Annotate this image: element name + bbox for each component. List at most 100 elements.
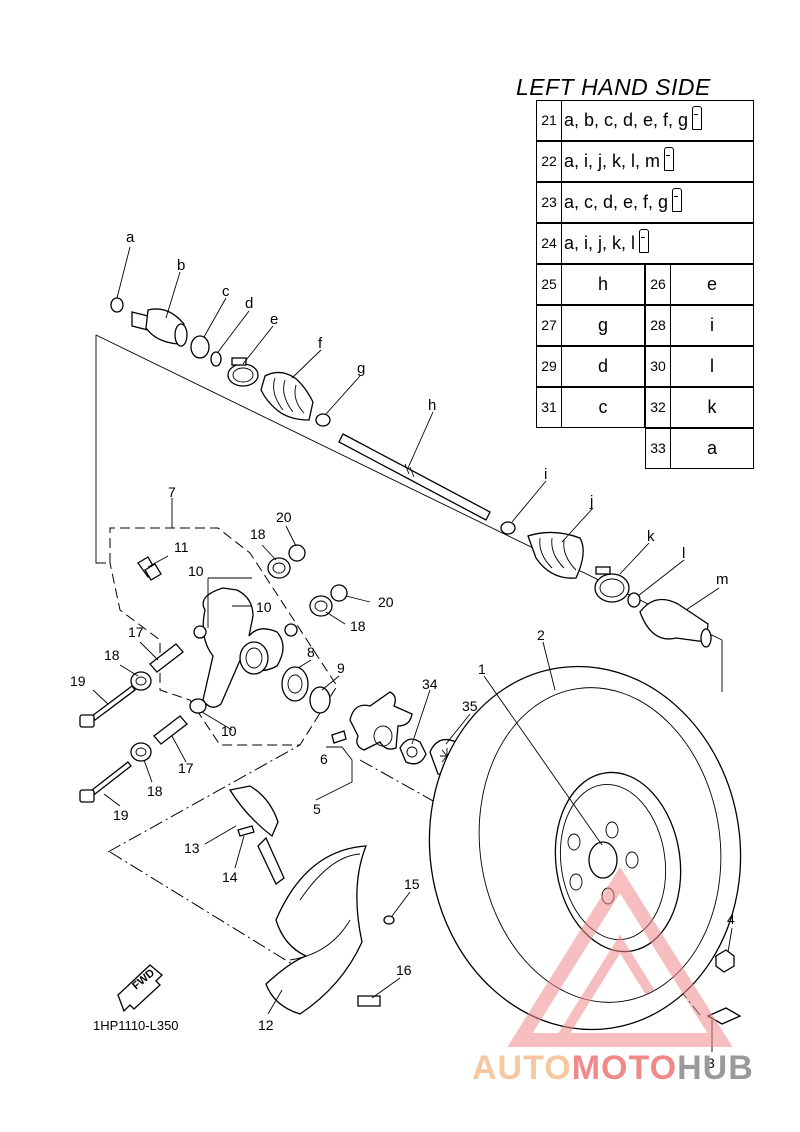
part-18-bushing-upper[interactable] bbox=[267, 557, 291, 579]
legend-row-parts: a, i, j, k, l bbox=[564, 224, 650, 263]
grease-tube-icon bbox=[672, 188, 683, 213]
callout-20-upper: 20 bbox=[276, 509, 292, 525]
part-i-band[interactable] bbox=[500, 521, 516, 535]
part-j-boot[interactable] bbox=[527, 531, 584, 579]
part-10-collar-mid[interactable] bbox=[284, 623, 298, 637]
callout-m: m bbox=[716, 571, 729, 588]
callout-g: g bbox=[357, 360, 365, 377]
callout-c: c bbox=[222, 283, 230, 300]
callout-18-left: 18 bbox=[104, 647, 120, 663]
legend-row-number: 24 bbox=[537, 224, 562, 263]
callout-i: i bbox=[544, 466, 547, 483]
callout-3: 3 bbox=[707, 1055, 715, 1071]
part-b-outer-cv-joint[interactable] bbox=[131, 308, 188, 347]
callout-34: 34 bbox=[422, 676, 438, 692]
part-19-bolt-lower[interactable] bbox=[79, 761, 132, 803]
watermark-part2: MOTO bbox=[571, 1049, 678, 1087]
callout-1: 1 bbox=[478, 661, 486, 677]
callout-4: 4 bbox=[727, 911, 735, 927]
callout-10-upper: 10 bbox=[188, 563, 204, 579]
watermark-text: AUTOMOTOHUB bbox=[472, 1049, 754, 1088]
part-18-bushing-lower-left[interactable] bbox=[130, 742, 152, 762]
legend-cell: 33 a bbox=[645, 428, 754, 469]
legend-row-parts-text: a, i, j, k, l bbox=[564, 233, 636, 253]
legend-cell-part: e bbox=[706, 274, 717, 294]
legend-cell-part: a bbox=[706, 438, 717, 458]
callout-13: 13 bbox=[184, 840, 200, 856]
callout-17-upper: 17 bbox=[128, 624, 144, 640]
part-34-nut[interactable] bbox=[399, 738, 427, 765]
part-6-stud[interactable] bbox=[331, 730, 347, 744]
legend-cell-number: 33 bbox=[646, 429, 671, 468]
part-17-sleeve-upper[interactable] bbox=[149, 643, 184, 673]
part-13-guard[interactable] bbox=[228, 785, 285, 885]
part-a-circlip[interactable] bbox=[110, 297, 124, 313]
callout-f: f bbox=[318, 335, 323, 352]
callout-2: 2 bbox=[537, 627, 545, 643]
part-c-ring[interactable] bbox=[190, 335, 210, 359]
part-l-ring[interactable] bbox=[627, 592, 641, 608]
callout-5: 5 bbox=[313, 801, 321, 817]
part-5-hub[interactable] bbox=[349, 691, 413, 751]
part-12-brake-disc[interactable] bbox=[265, 845, 367, 1015]
part-16-bolt[interactable] bbox=[357, 995, 381, 1007]
callout-18-upper: 18 bbox=[250, 526, 266, 542]
legend-cell-part: i bbox=[710, 315, 714, 335]
callout-11: 11 bbox=[174, 539, 189, 555]
callout-b: b bbox=[177, 257, 185, 274]
callout-20-right: 20 bbox=[378, 594, 394, 610]
legend-cell-number: 31 bbox=[537, 388, 562, 427]
callout-d: d bbox=[245, 295, 253, 312]
callout-35: 35 bbox=[462, 698, 478, 714]
callout-10-lower: 10 bbox=[221, 723, 237, 739]
callout-labels: a b c d e f g h i j k l m 2 1 4 3 7 11 1… bbox=[70, 229, 735, 1071]
part-20-cap-upper[interactable] bbox=[288, 544, 306, 562]
part-9-circlip[interactable] bbox=[309, 686, 331, 714]
part-17-sleeve-lower[interactable] bbox=[153, 715, 188, 745]
part-4-wheel-nut[interactable] bbox=[715, 949, 735, 973]
part-15-washer[interactable] bbox=[383, 915, 395, 925]
part-10-collar-upper[interactable] bbox=[193, 625, 207, 639]
watermark-part1: AUTO bbox=[472, 1049, 572, 1087]
part-11-grease-nipple[interactable] bbox=[137, 556, 162, 581]
callout-19-lower: 19 bbox=[113, 807, 129, 823]
watermark-part3: HUB bbox=[677, 1049, 754, 1087]
callout-19-upper: 19 bbox=[70, 673, 86, 689]
part-18-bushing-left[interactable] bbox=[130, 671, 152, 691]
diagram-code: 1HP1110-L350 bbox=[93, 1018, 179, 1033]
part-g-band[interactable] bbox=[315, 413, 331, 427]
callout-18-right: 18 bbox=[350, 618, 366, 634]
part-10-collar-lower[interactable] bbox=[189, 698, 207, 714]
callout-l: l bbox=[682, 545, 685, 562]
grease-tube-icon bbox=[664, 147, 675, 172]
part-1-wheel[interactable] bbox=[544, 764, 692, 960]
legend-row-number: 23 bbox=[537, 183, 562, 222]
part-h-drive-shaft[interactable] bbox=[338, 433, 491, 521]
part-k-band[interactable] bbox=[594, 566, 630, 603]
part-m-inner-cv-joint[interactable] bbox=[639, 598, 712, 648]
part-knuckle[interactable] bbox=[202, 587, 284, 708]
part-d-ring[interactable] bbox=[210, 351, 222, 367]
part-14-bolt[interactable] bbox=[237, 825, 255, 837]
callout-17-lower: 17 bbox=[178, 760, 194, 776]
legend-cell-number: 27 bbox=[537, 306, 562, 345]
watermark-logo bbox=[507, 866, 733, 1047]
part-8-bearing[interactable] bbox=[281, 666, 309, 702]
part-18-bushing-upper-right[interactable] bbox=[309, 595, 333, 617]
callout-j: j bbox=[589, 493, 593, 510]
legend-row-parts-text: a, i, j, k, l, m bbox=[564, 151, 661, 171]
part-20-cap-right[interactable] bbox=[330, 584, 348, 602]
part-3-valve[interactable] bbox=[706, 1007, 742, 1025]
part-f-boot[interactable] bbox=[260, 371, 314, 421]
part-e-band[interactable] bbox=[227, 357, 259, 387]
fwd-arrow-icon: FWD bbox=[117, 964, 163, 1013]
part-19-bolt-upper[interactable] bbox=[79, 685, 136, 728]
callout-7: 7 bbox=[168, 484, 176, 500]
callout-16: 16 bbox=[396, 962, 412, 978]
callout-15: 15 bbox=[404, 876, 420, 892]
